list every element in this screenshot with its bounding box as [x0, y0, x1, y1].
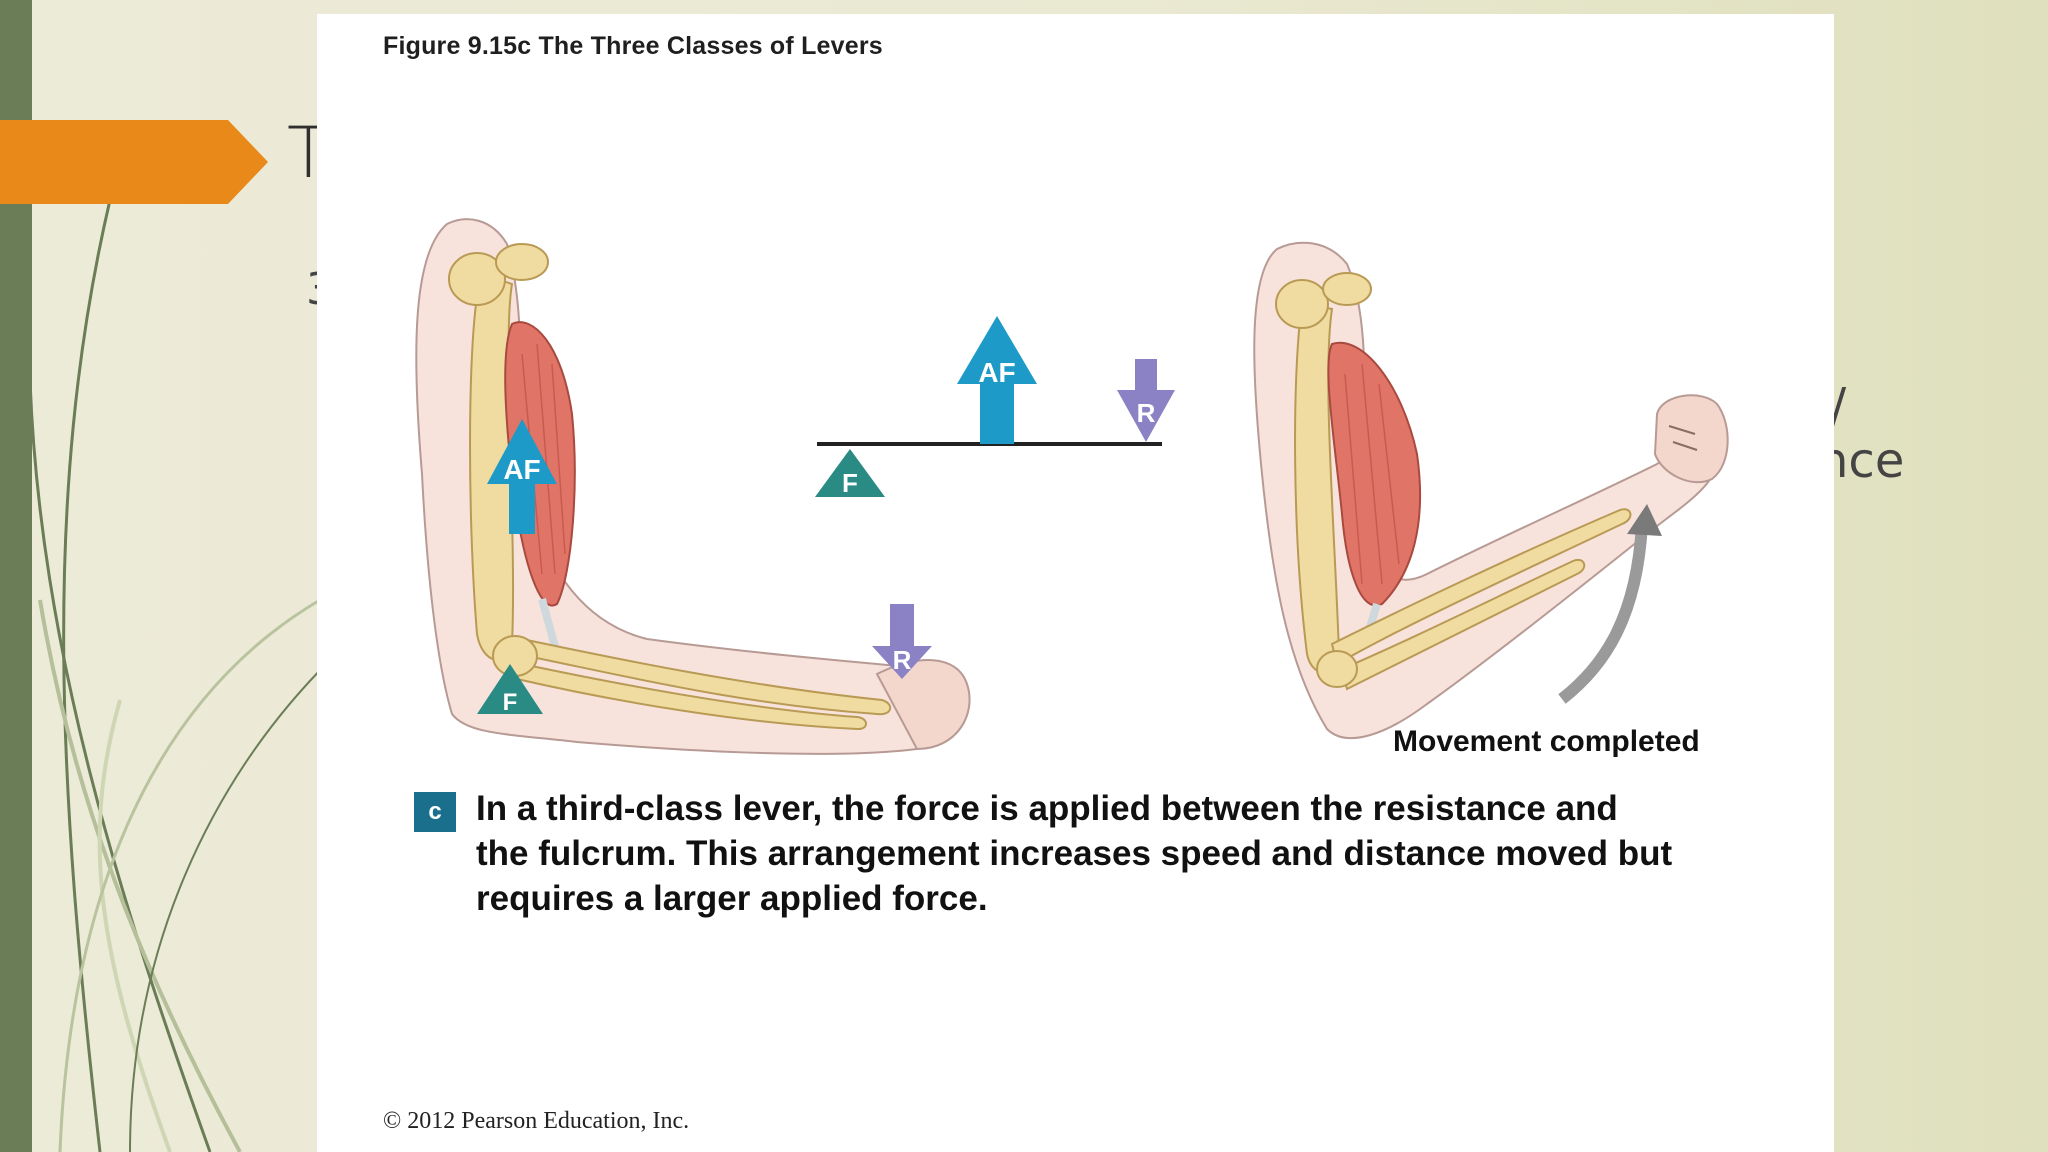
- slide-text-fragment: /: [1830, 378, 1847, 434]
- figure-caption: In a third-class lever, the force is app…: [476, 789, 1673, 918]
- right-arm-illustration: [1253, 241, 1729, 740]
- figure-card: Figure 9.15c The Three Classes of Levers: [317, 14, 1834, 1152]
- lever-fulcrum-triangle: F: [815, 449, 885, 498]
- svg-text:R: R: [1137, 398, 1156, 428]
- copyright-notice: © 2012 Pearson Education, Inc.: [383, 1108, 690, 1134]
- lever-diagram: AF R F AF R: [415, 218, 1729, 755]
- svg-text:R: R: [893, 645, 912, 675]
- left-applied-force-arrow: AF: [487, 419, 557, 534]
- lever-applied-force-arrow: AF: [957, 316, 1037, 444]
- orange-arrow-banner: [0, 120, 268, 204]
- left-fulcrum-triangle: F: [477, 664, 543, 716]
- svg-text:F: F: [503, 689, 518, 716]
- figure-title: Figure 9.15c The Three Classes of Levers: [383, 32, 883, 60]
- caption-badge: c: [414, 792, 456, 832]
- svg-text:AF: AF: [503, 454, 540, 485]
- svg-text:AF: AF: [978, 357, 1015, 388]
- svg-text:F: F: [842, 468, 858, 498]
- movement-completed-label: Movement completed: [1393, 725, 1700, 758]
- lever-schematic: AF R F: [815, 316, 1175, 498]
- lever-resistance-arrow: R: [1117, 359, 1175, 442]
- movement-arrow-head: [1627, 504, 1662, 536]
- left-resistance-arrow: R: [872, 604, 932, 679]
- left-arm-illustration: [415, 218, 971, 755]
